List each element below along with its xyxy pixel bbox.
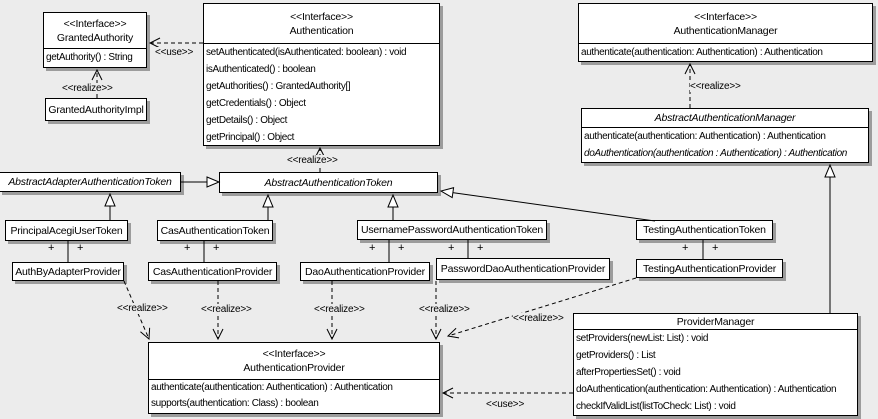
methods-compartment: authenticate(authentication: Authenticat… (149, 379, 439, 412)
class-authentication-manager[interactable]: <<Interface>> AuthenticationManager auth… (578, 3, 873, 62)
class-name: Authentication (289, 24, 354, 37)
method-row: afterPropertiesSet() : void (576, 367, 681, 378)
class-header: ProviderManager (574, 314, 857, 329)
class-header: AbstractAuthenticationManager (582, 109, 868, 127)
class-principal-acegi-user-token[interactable]: PrincipalAcegiUserToken (5, 220, 128, 241)
class-name: AbstractAuthenticationManager (654, 112, 796, 124)
multiplicity-plus: + (369, 242, 376, 254)
class-name: PrincipalAcegiUserToken (10, 224, 123, 237)
method-row: checkIfValidList(listToCheck: List) : vo… (576, 401, 736, 412)
class-granted-authority-impl[interactable]: GrantedAuthorityImpl (45, 98, 147, 121)
method-row: authenticate(authentication: Authenticat… (151, 382, 393, 393)
class-name: TestingAuthenticationToken (643, 224, 766, 236)
class-header: <<Interface>> Authentication (204, 4, 439, 43)
class-provider-manager[interactable]: ProviderManager setProviders(newList: Li… (573, 313, 858, 416)
method-row: supports(authentication: Class) : boolea… (151, 398, 319, 409)
multiplicity-plus: + (77, 242, 84, 254)
stereotype-label: <<Interface>> (694, 10, 757, 23)
stereotype-label: <<Interface>> (262, 348, 326, 360)
methods-compartment: getAuthority() : String (44, 48, 146, 66)
multiplicity-plus: + (398, 242, 405, 254)
class-name: UsernamePasswordAuthenticationToken (360, 224, 544, 236)
edge-label-realize: <<realize>> (62, 83, 113, 94)
class-cas-authentication-provider[interactable]: CasAuthenticationProvider (148, 262, 277, 281)
class-name: AbstractAdapterAuthenticationToken (8, 176, 172, 188)
class-abstract-authentication-token[interactable]: AbstractAuthenticationToken (219, 172, 438, 193)
class-auth-by-adapter-provider[interactable]: AuthByAdapterProvider (12, 262, 124, 281)
edge-label-realize: <<realize>> (314, 304, 365, 315)
multiplicity-plus: + (184, 242, 191, 254)
edge-label-realize: <<realize>> (690, 81, 741, 92)
method-row: getDetails() : Object (206, 115, 288, 126)
class-authentication[interactable]: <<Interface>> Authentication setAuthenti… (203, 3, 440, 146)
multiplicity-plus: + (48, 242, 55, 254)
class-name: TestingAuthenticationProvider (642, 262, 777, 275)
class-granted-authority[interactable]: <<Interface>> GrantedAuthority getAuthor… (43, 12, 147, 68)
class-name: AuthenticationManager (673, 24, 778, 37)
class-header: <<Interface>> AuthenticationProvider (149, 343, 439, 379)
edge-label-realize: <<realize>> (201, 304, 252, 315)
class-name: CasAuthenticationProvider (152, 265, 273, 278)
multiplicity-plus: + (477, 242, 484, 254)
class-name: AuthenticationProvider (243, 362, 345, 374)
multiplicity-plus: + (682, 242, 689, 254)
class-name: PasswordDaoAuthenticationProvider (440, 263, 606, 275)
class-name: ProviderManager (676, 315, 755, 328)
class-abstract-adapter-authentication-token[interactable]: AbstractAdapterAuthenticationToken (0, 172, 181, 192)
methods-compartment: setAuthenticated(isAuthenticated: boolea… (204, 43, 439, 146)
method-row: authenticate(authentication: Authenticat… (584, 131, 826, 142)
method-row: authenticate(authentication: Authenticat… (581, 47, 823, 58)
class-dao-authentication-provider[interactable]: DaoAuthenticationProvider (300, 262, 430, 281)
multiplicity-plus: + (448, 242, 455, 254)
class-name: AbstractAuthenticationToken (264, 176, 393, 189)
class-header: <<Interface>> AuthenticationManager (579, 4, 872, 43)
class-header: <<Interface>> GrantedAuthority (44, 13, 146, 48)
multiplicity-plus: + (712, 242, 719, 254)
class-name: AuthByAdapterProvider (15, 265, 121, 278)
stereotype-label: <<Interface>> (290, 10, 353, 23)
method-row: setAuthenticated(isAuthenticated: boolea… (206, 47, 407, 58)
edge-label-realize: <<realize>> (419, 304, 470, 315)
class-testing-authentication-provider[interactable]: TestingAuthenticationProvider (636, 259, 783, 278)
class-name: GrantedAuthority (56, 31, 134, 44)
method-row: getAuthorities() : GrantedAuthority[] (206, 81, 351, 92)
class-testing-authentication-token[interactable]: TestingAuthenticationToken (636, 220, 773, 240)
class-name: DaoAuthenticationProvider (305, 265, 425, 278)
method-row: getProviders() : List (576, 350, 656, 361)
class-name: GrantedAuthorityImpl (48, 103, 144, 116)
methods-compartment: authenticate(authentication: Authenticat… (582, 127, 868, 162)
methods-compartment: setProviders(newList: List) : void getPr… (574, 329, 857, 415)
class-authentication-provider[interactable]: <<Interface>> AuthenticationProvider aut… (148, 342, 440, 414)
class-name: CasAuthenticationToken (160, 224, 270, 237)
class-username-password-authentication-token[interactable]: UsernamePasswordAuthenticationToken (357, 220, 547, 240)
method-row: setProviders(newList: List) : void (576, 333, 709, 344)
multiplicity-plus: + (213, 242, 220, 254)
method-row: getAuthority() : String (46, 52, 133, 63)
edge-label-realize: <<realize>> (117, 303, 168, 314)
class-abstract-authentication-manager[interactable]: AbstractAuthenticationManager authentica… (581, 108, 869, 163)
method-row: getPrincipal() : Object (206, 132, 295, 143)
methods-compartment: authenticate(authentication: Authenticat… (579, 43, 872, 61)
edge-label-use: <<use>> (486, 399, 525, 410)
edge-gen-testingauthenticationtoken (439, 187, 656, 222)
class-password-dao-authentication-provider[interactable]: PasswordDaoAuthenticationProvider (436, 258, 610, 280)
method-row: doAuthentication(authentication : Authen… (584, 148, 848, 159)
method-row: doAuthentication(authentication: Authent… (576, 384, 837, 395)
method-row: getCredentials() : Object (206, 98, 306, 109)
class-cas-authentication-token[interactable]: CasAuthenticationToken (157, 220, 273, 241)
edge-label-use: <<use>> (155, 47, 194, 58)
stereotype-label: <<Interface>> (63, 17, 127, 30)
edge-label-realize: <<realize>> (513, 313, 564, 324)
method-row: isAuthenticated() : boolean (206, 64, 316, 75)
edge-label-realize: <<realize>> (287, 155, 338, 166)
